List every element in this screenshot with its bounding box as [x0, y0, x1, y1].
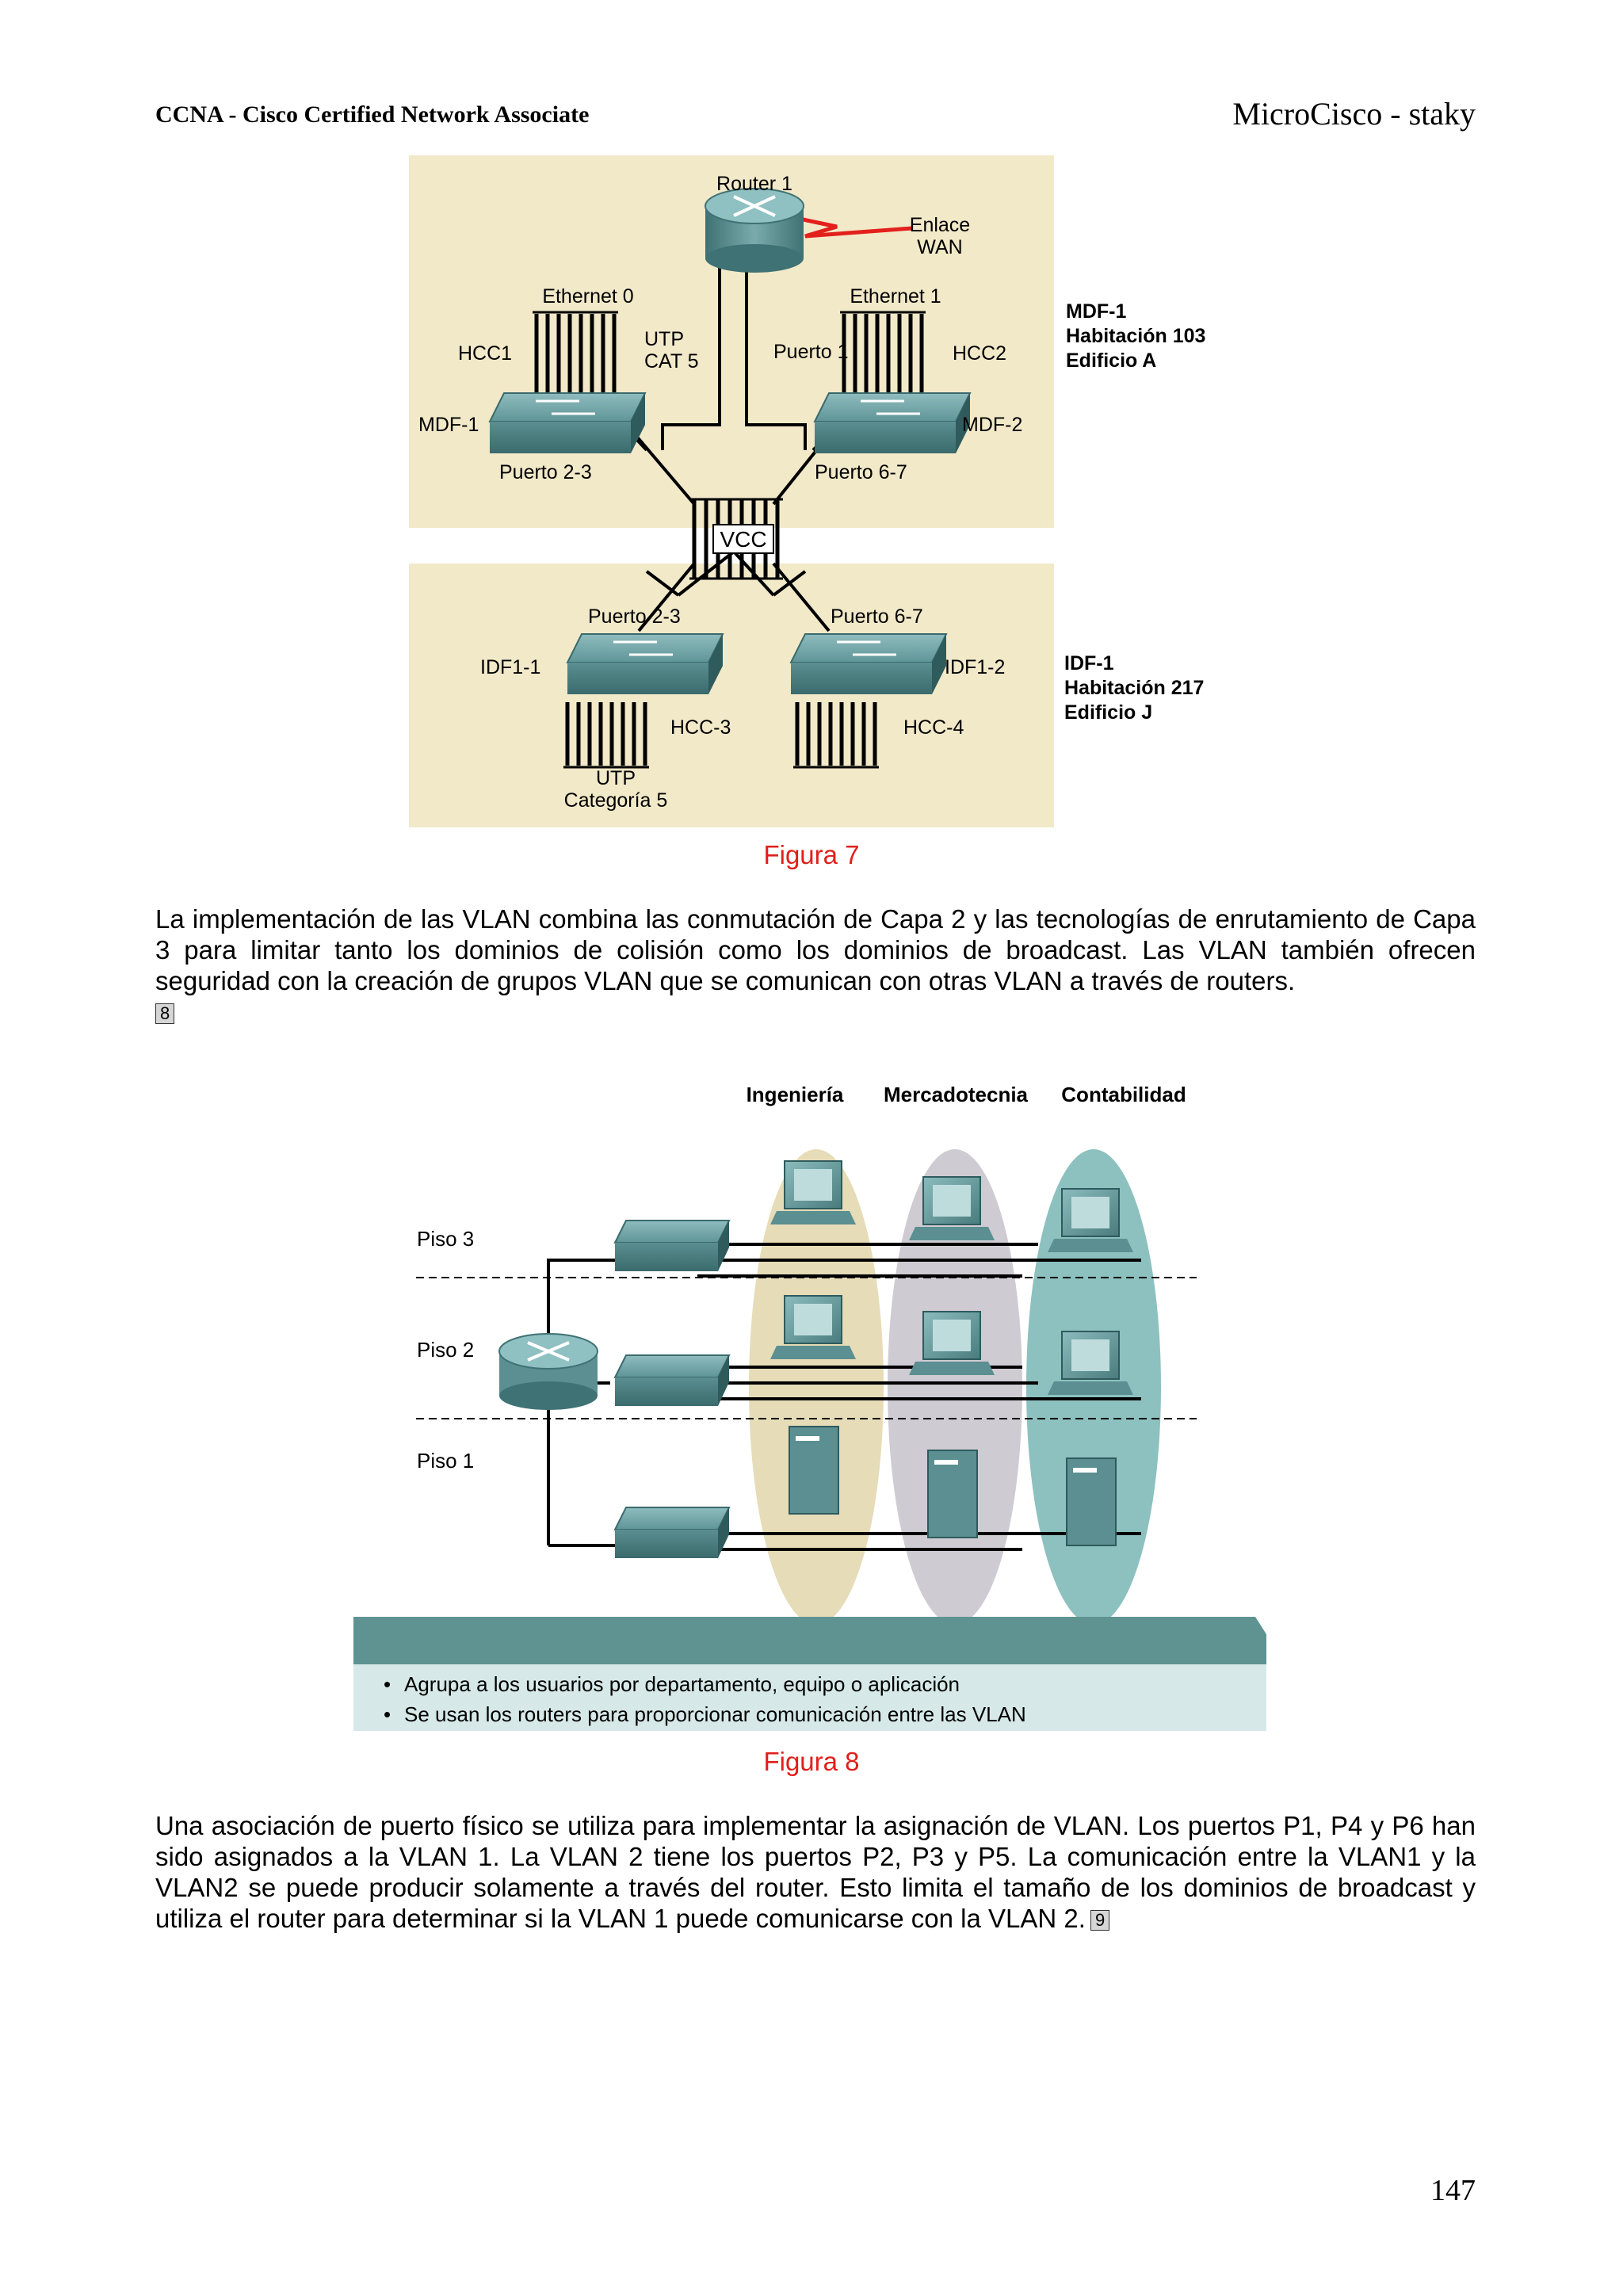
idf-info-line: Edificio J — [1064, 701, 1153, 724]
banner-bullet-1: • — [384, 1672, 391, 1696]
header-title: CCNA - Cisco Certified Network Associate — [155, 101, 590, 128]
idf-area — [409, 563, 1054, 827]
ethernet-1-label: Ethernet 1 — [850, 285, 941, 308]
mdf-2-switch-icon — [813, 392, 972, 453]
floor-label-3: Piso 3 — [417, 1227, 474, 1251]
workstation-icon — [770, 1160, 856, 1224]
puerto-2-3-bottom-label: Puerto 2-3 — [588, 606, 681, 628]
floor-label-1: Piso 1 — [417, 1449, 474, 1473]
mdf-1-label: MDF-1 — [418, 414, 479, 436]
figure-8-diagram: Ingeniería Mercadotecnia Contabilidad Pi… — [353, 1083, 1266, 1731]
utp-label-2: CAT 5 — [644, 350, 699, 372]
figure-7-caption: Figura 7 — [763, 840, 860, 869]
banner-text-1: Agrupa a los usuarios por departamento, … — [404, 1672, 960, 1696]
workstation-icon — [1048, 1188, 1133, 1252]
puerto-1-label: Puerto 1 — [773, 341, 849, 363]
switch-piso-2-icon — [613, 1354, 731, 1406]
idf-info: IDF-1 Habitación 217 Edificio J — [1064, 651, 1204, 725]
ethernet-0-label: Ethernet 0 — [542, 285, 633, 308]
vcc-label: VCC — [720, 527, 766, 552]
figure-reference-8[interactable]: 8 — [155, 1003, 175, 1025]
header-author: MicroCisco - staky — [1232, 96, 1476, 132]
figure-7-diagram: Router 1 Enlace WAN Ethernet 0 Ethernet … — [409, 155, 1054, 827]
router-icon — [498, 1333, 598, 1410]
banner-text-2: Se usan los routers para proporcionar co… — [404, 1702, 1026, 1726]
utp-label-1: UTP — [644, 328, 684, 350]
dept-label-ingenieria: Ingeniería — [747, 1083, 844, 1106]
server-icon — [927, 1450, 978, 1538]
hcc1-label: HCC1 — [458, 342, 512, 365]
paragraph-2: Una asociación de puerto físico se utili… — [155, 1810, 1476, 1934]
ingenieria-vlan-area — [749, 1149, 884, 1625]
ethernet-1-cables — [840, 311, 926, 393]
ethernet-0-cables — [533, 311, 618, 393]
dept-label-mercadotecnia: Mercadotecnia — [884, 1083, 1029, 1106]
paragraph-1-text: La implementación de las VLAN combina la… — [155, 904, 1476, 995]
floor-label-2: Piso 2 — [417, 1338, 474, 1362]
workstation-icon — [909, 1311, 995, 1375]
banner-bullet-2: • — [384, 1702, 391, 1726]
paragraph-1: La implementación de las VLAN combina la… — [155, 904, 1476, 1027]
switch-piso-3-icon — [613, 1220, 731, 1271]
hcc2-label: HCC2 — [953, 342, 1006, 365]
page-number: 147 — [1430, 2174, 1476, 2207]
wan-label-1: Enlace — [910, 214, 970, 236]
hcc-3-label: HCC-3 — [670, 716, 731, 739]
workstation-icon — [770, 1295, 856, 1359]
switch-piso-1-icon — [613, 1507, 731, 1558]
info-banner: • Agrupa a los usuarios por departamento… — [353, 1617, 1266, 1731]
idf1-2-label: IDF1-2 — [945, 656, 1005, 678]
router-1-icon — [705, 188, 804, 273]
idf1-2-switch-icon — [789, 633, 948, 694]
mdf-info-line: Edificio A — [1066, 350, 1157, 372]
mdf-2-label: MDF-2 — [962, 414, 1022, 436]
server-icon — [1066, 1457, 1117, 1546]
idf1-1-switch-icon — [566, 633, 724, 694]
mdf-1-switch-icon — [488, 392, 647, 453]
hcc-4-cables — [793, 702, 879, 769]
paragraph-2-text: Una asociación de puerto físico se utili… — [155, 1811, 1476, 1933]
mercadotecnia-vlan-area — [888, 1149, 1022, 1625]
hcc-3-cables — [563, 702, 649, 769]
puerto-6-7-top-label: Puerto 6-7 — [815, 461, 907, 483]
mdf-info: MDF-1 Habitación 103 Edificio A — [1066, 300, 1205, 373]
mdf-info-line: Habitación 103 — [1066, 325, 1206, 347]
puerto-2-3-top-label: Puerto 2-3 — [499, 461, 592, 483]
wan-label-2: WAN — [917, 236, 962, 258]
utp-bottom-label-2: Categoría 5 — [564, 789, 668, 812]
figure-reference-9[interactable]: 9 — [1090, 1910, 1110, 1931]
idf-info-line: Habitación 217 — [1064, 677, 1205, 699]
idf1-1-label: IDF1-1 — [480, 656, 540, 678]
dept-label-contabilidad: Contabilidad — [1061, 1083, 1186, 1106]
hcc-4-label: HCC-4 — [903, 716, 964, 739]
mdf-info-line: MDF-1 — [1066, 300, 1127, 323]
utp-bottom-label-1: UTP — [596, 767, 636, 789]
workstation-icon — [909, 1176, 995, 1240]
idf-info-line: IDF-1 — [1064, 652, 1114, 674]
workstation-icon — [1048, 1331, 1133, 1395]
puerto-6-7-bottom-label: Puerto 6-7 — [831, 606, 923, 628]
router-1-label: Router 1 — [716, 173, 792, 195]
server-icon — [789, 1426, 839, 1515]
figure-8-caption: Figura 8 — [763, 1747, 860, 1776]
